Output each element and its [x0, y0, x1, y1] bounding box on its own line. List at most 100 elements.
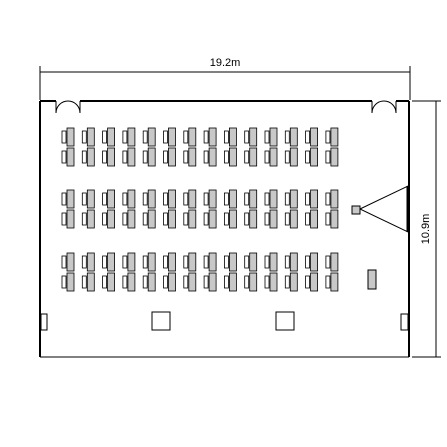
desk — [228, 252, 237, 272]
chair — [163, 150, 168, 164]
desk — [66, 209, 75, 229]
chair — [223, 130, 229, 144]
desk-unit — [102, 189, 115, 229]
chair — [264, 255, 270, 269]
chair — [142, 130, 148, 144]
desk-unit — [102, 252, 115, 292]
chair — [244, 212, 250, 226]
desk-unit — [183, 189, 197, 229]
desk-unit — [244, 189, 258, 229]
chair — [244, 150, 250, 164]
chair — [325, 255, 331, 269]
desk — [86, 252, 95, 272]
desk — [147, 272, 156, 292]
desk — [228, 127, 237, 147]
chair — [264, 275, 270, 289]
chair — [264, 130, 270, 144]
desk — [127, 147, 136, 167]
chair — [61, 275, 67, 289]
chair — [203, 255, 209, 269]
desk — [66, 147, 75, 167]
projector-stage — [351, 185, 410, 233]
chair — [223, 212, 229, 226]
chair — [284, 275, 290, 289]
desk — [86, 127, 95, 147]
desk — [66, 127, 75, 147]
desk — [147, 252, 156, 272]
chair — [305, 130, 311, 144]
chair — [203, 212, 209, 226]
chair — [223, 255, 229, 269]
room-walls — [39, 100, 410, 358]
desk — [188, 127, 197, 147]
chair — [102, 212, 107, 226]
desk — [168, 272, 176, 292]
desk-unit — [81, 189, 95, 229]
chair — [284, 255, 290, 269]
chair — [61, 192, 67, 206]
chair — [284, 212, 290, 226]
desk — [107, 147, 115, 167]
desk — [310, 189, 319, 209]
desk-unit — [142, 252, 156, 292]
desk — [127, 127, 136, 147]
chair — [244, 255, 250, 269]
chair — [305, 255, 311, 269]
desk-unit — [142, 127, 156, 167]
chair — [122, 275, 128, 289]
desk — [330, 252, 339, 272]
desk — [249, 272, 258, 292]
chair — [122, 212, 128, 226]
chair — [163, 255, 168, 269]
desk — [147, 189, 156, 209]
chair — [305, 150, 311, 164]
chair — [81, 212, 87, 226]
desk-unit — [203, 127, 217, 167]
desk — [289, 127, 298, 147]
chair — [244, 192, 250, 206]
desk — [147, 127, 156, 147]
desk — [289, 272, 298, 292]
desk-unit — [223, 127, 237, 167]
chair — [102, 275, 107, 289]
chair — [183, 255, 189, 269]
lectern — [367, 269, 377, 290]
chair — [183, 192, 189, 206]
desk-unit — [163, 189, 176, 229]
desk — [147, 147, 156, 167]
desk — [310, 127, 319, 147]
desk — [330, 147, 339, 167]
desk — [310, 272, 319, 292]
chair — [203, 130, 209, 144]
desk — [228, 209, 237, 229]
height-dimension: 10.9m — [412, 100, 441, 358]
desk — [330, 272, 339, 292]
desk — [269, 147, 278, 167]
chair — [183, 275, 189, 289]
desk — [208, 252, 217, 272]
pillar-center-left — [151, 311, 171, 331]
desk-unit — [284, 252, 298, 292]
desk-unit — [61, 127, 75, 167]
desk — [289, 189, 298, 209]
desk — [86, 147, 95, 167]
desk — [208, 272, 217, 292]
desk — [188, 189, 197, 209]
desk-unit — [305, 189, 319, 229]
desk-unit — [61, 252, 75, 292]
desk-unit — [81, 127, 95, 167]
chair — [61, 150, 67, 164]
desk — [289, 252, 298, 272]
chair — [163, 212, 168, 226]
chair — [102, 150, 107, 164]
desk — [188, 209, 197, 229]
desk-unit — [142, 189, 156, 229]
chair — [325, 192, 331, 206]
desk — [168, 252, 176, 272]
desk — [127, 209, 136, 229]
chair — [142, 150, 148, 164]
desk — [66, 189, 75, 209]
chair — [61, 255, 67, 269]
desk — [147, 209, 156, 229]
